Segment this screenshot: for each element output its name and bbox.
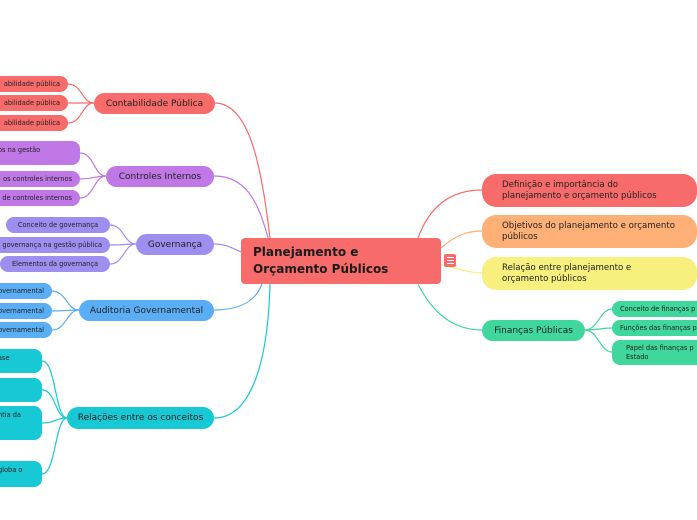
topic-label: Auditoria Governamental [89,305,204,316]
topic-definicao-importancia[interactable]: Definição e importância do planejamento … [482,174,697,207]
central-topic-label: Planejamento e Orçamento Públicos [253,245,389,276]
note-icon[interactable] [444,254,456,267]
subtopic-financas-3[interactable]: Papel das finanças p Estado [612,340,697,365]
connector-relacoes [213,283,271,419]
connector-relacoes-sub-2 [41,389,68,419]
connector-contabilidade [214,102,271,239]
subtopic-relacoes-4[interactable]: globa o [0,461,42,487]
connector-contabilidade-sub-1 [67,83,95,104]
central-topic[interactable]: Planejamento e Orçamento Públicos [241,238,441,284]
connector-objetivos [440,230,483,249]
subtopic-auditoria-1[interactable]: overnamental [0,283,52,299]
topic-financas-publicas[interactable]: Finanças Públicas [482,320,585,341]
connector-auditoria-sub-1 [51,290,80,311]
topic-governanca[interactable]: Governança [136,234,214,255]
connector-controles [213,175,269,239]
connector-relacoes-sub-4 [41,417,68,475]
subtopic-financas-2[interactable]: Funções das finanças p [612,320,697,336]
subtopic-controles-2[interactable]: os controles internos [0,171,80,187]
topic-label: Finanças Públicas [494,325,573,336]
subtopic-auditoria-2[interactable]: overnamental [0,303,52,319]
subtopic-controles-3[interactable]: de controles internos [0,190,80,206]
subtopic-contabilidade-2[interactable]: abilidade pública [0,95,68,111]
topic-relacao-planejamento[interactable]: Relação entre planejamento e orçamento p… [482,257,697,290]
connector-controles-sub-1 [79,152,107,177]
subtopic-financas-1[interactable]: Conceito de finanças p [612,301,697,317]
topic-relacoes-conceitos[interactable]: Relações entre os conceitos [67,407,214,429]
topic-label: Relação entre planejamento e orçamento p… [502,262,632,284]
subtopic-governanca-2[interactable]: governança na gestão pública [0,237,110,253]
subtopic-relacoes-1[interactable]: ase [0,349,42,373]
connector-definicao [417,189,483,239]
connector-financas [417,283,483,331]
topic-label: Relações entre os conceitos [77,413,204,423]
topic-contabilidade-publica[interactable]: Contabilidade Pública [94,93,215,114]
topic-objetivos[interactable]: Objetivos do planejamento e orçamento pú… [482,215,697,248]
subtopic-governanca-3[interactable]: Elementos da governança [0,256,110,272]
topic-controles-internos[interactable]: Controles Internos [106,166,214,187]
connector-financas-sub-3 [584,329,613,353]
subtopic-contabilidade-3[interactable]: abilidade pública [0,115,68,131]
topic-label: Governança [147,239,203,250]
subtopic-relacoes-3[interactable]: ntia da [0,406,42,440]
connector-relacoes-sub-3 [41,417,68,424]
connector-auditoria [213,283,263,311]
connector-relacoes-sub-1 [41,360,68,419]
subtopic-auditoria-3[interactable]: overnamental [0,322,52,338]
topic-auditoria-governamental[interactable]: Auditoria Governamental [79,300,214,321]
connector-auditoria-sub-3 [51,309,80,331]
connector-controles-sub-3 [79,175,107,199]
topic-label: Definição e importância do planejamento … [502,179,657,201]
subtopic-governanca-1[interactable]: Conceito de governança [6,217,110,233]
connector-governanca-sub-1 [109,224,137,245]
topic-label: Objetivos do planejamento e orçamento pú… [502,220,675,242]
subtopic-controles-1[interactable]: os na gestão [0,141,80,165]
connector-governanca-sub-3 [109,243,137,265]
topic-label: Contabilidade Pública [105,98,204,109]
topic-label: Controles Internos [118,171,202,182]
subtopic-relacoes-2[interactable] [0,378,42,402]
subtopic-contabilidade-1[interactable]: abilidade pública [0,76,68,92]
connector-financas-sub-1 [584,308,613,331]
connector-governanca [213,243,242,253]
connector-contabilidade-sub-3 [67,102,95,124]
